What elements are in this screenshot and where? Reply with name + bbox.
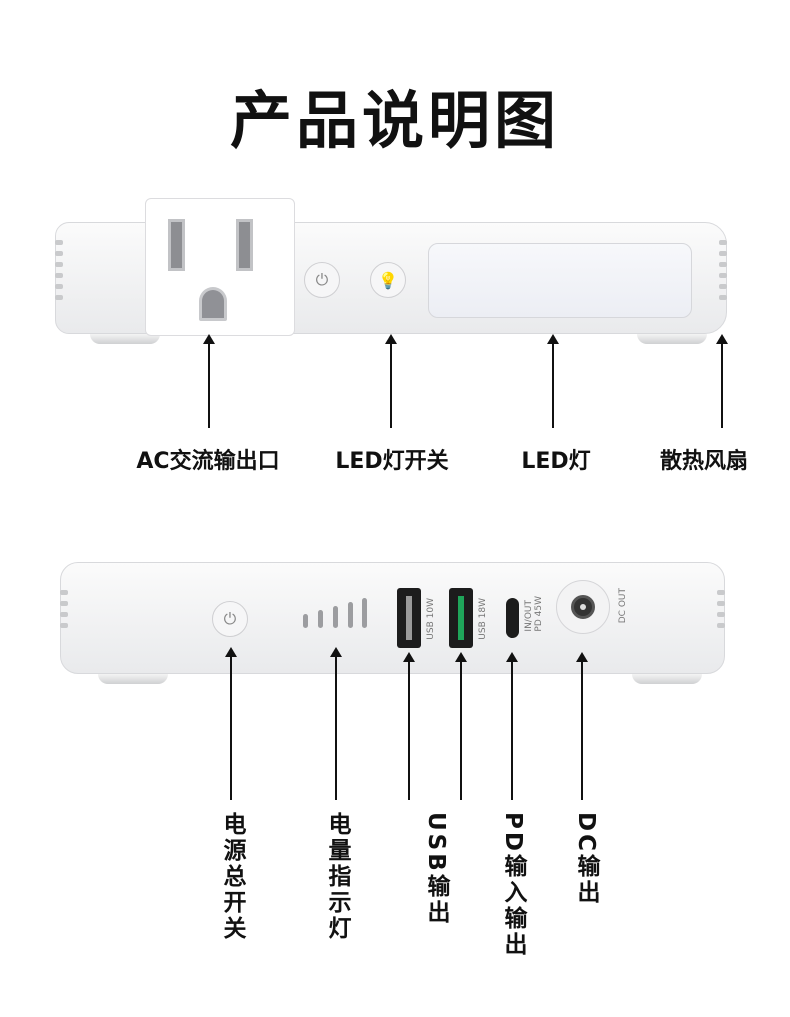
usb2-marking: USB 18W — [478, 598, 488, 640]
arrow — [716, 334, 728, 428]
power-button[interactable]: ⏻ — [212, 601, 248, 637]
label-led-light: LED灯 — [521, 449, 591, 474]
arrow — [203, 334, 215, 428]
typec-marking-2: PD 45W — [534, 596, 544, 632]
ac-power-button[interactable]: ⏻ — [304, 262, 340, 298]
label-led-switch: LED灯开关 — [335, 449, 449, 474]
usb-c-port[interactable] — [506, 598, 519, 638]
label-pd-io: PD输入输出 — [500, 812, 526, 958]
label-fan: 散热风扇 — [659, 449, 749, 474]
led-light-panel — [428, 243, 692, 318]
arrow — [455, 652, 467, 800]
label-battery-indicator: 电量指示灯 — [324, 812, 350, 942]
battery-indicator — [303, 598, 367, 632]
arrow — [225, 647, 237, 800]
fan-vent — [719, 240, 727, 300]
arrow — [330, 647, 342, 800]
power-icon: ⏻ — [223, 609, 237, 628]
bulb-icon: 💡 — [378, 270, 398, 290]
led-switch-button[interactable]: 💡 — [370, 262, 406, 298]
ac-outlet — [145, 198, 295, 336]
arrow — [385, 334, 397, 428]
plug-power-icon: ⏻ — [315, 270, 329, 289]
dc-marking: DC OUT — [618, 588, 628, 624]
dc-out-port[interactable] — [556, 580, 610, 634]
usb-a-port-18w[interactable] — [449, 588, 473, 648]
arrow — [403, 652, 415, 800]
arrow — [547, 334, 559, 428]
label-power-switch: 电源总开关 — [219, 812, 245, 942]
page-title: 产品说明图 — [229, 84, 560, 157]
typec-marking-1: IN/OUT — [524, 599, 534, 632]
arrow — [576, 652, 588, 800]
label-dc-output: DC输出 — [573, 812, 599, 906]
label-usb-output: USB输出 — [423, 812, 449, 926]
device-front-view — [60, 562, 725, 684]
label-ac-outlet: AC交流输出口 — [136, 449, 280, 474]
usb1-marking: USB 10W — [426, 598, 436, 640]
arrow — [506, 652, 518, 800]
usb-a-port-10w[interactable] — [397, 588, 421, 648]
fan-vent — [55, 240, 63, 300]
